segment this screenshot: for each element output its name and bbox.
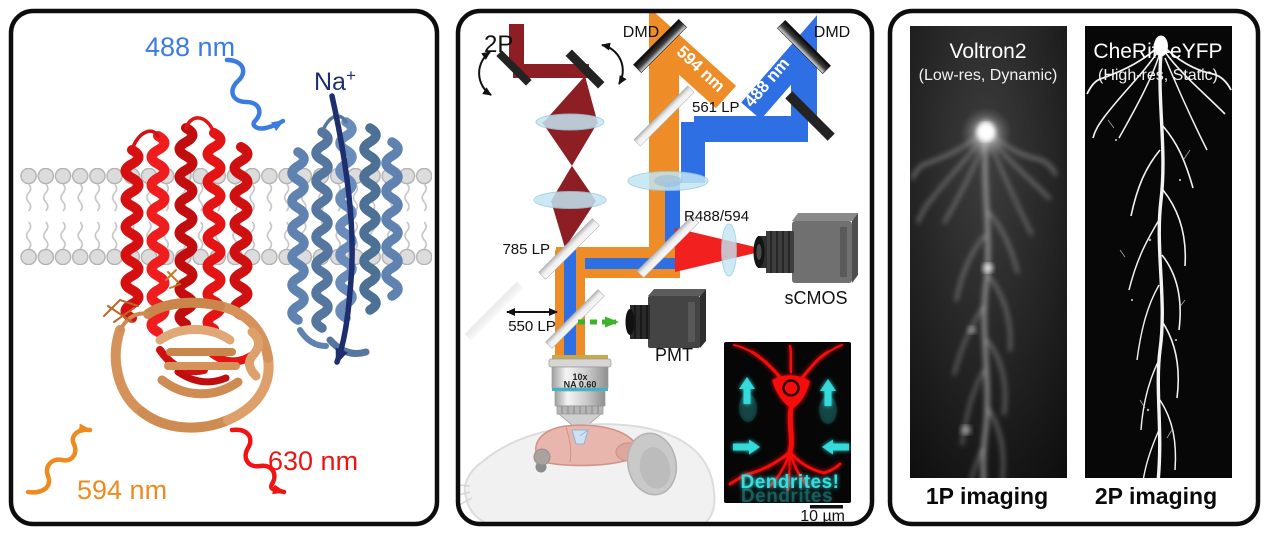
arrow-594-wave bbox=[25, 423, 93, 495]
voltron2-title: Voltron2 bbox=[949, 40, 1026, 63]
cheriff-image: CheRiff-eYFP (High-res, Static) 2P imagi… bbox=[1085, 26, 1232, 509]
voltron2-subtitle: (Low-res, Dynamic) bbox=[919, 67, 1058, 84]
objective-na-label: NA 0.60 bbox=[564, 380, 597, 390]
caption-1p-imaging: 1P imaging bbox=[926, 483, 1048, 509]
beam-2p bbox=[509, 24, 598, 248]
label-dmd-right: DMD bbox=[814, 24, 850, 41]
imaging-panel-border bbox=[887, 8, 1261, 527]
lens-icons bbox=[533, 113, 737, 277]
filter-550lp-out-icon bbox=[464, 281, 524, 341]
dendrites-inset-image: Dendrites! Dendrites bbox=[724, 342, 851, 507]
label-785lp: 785 LP bbox=[502, 241, 550, 258]
voltron2-image: Voltron2 (Low-res, Dynamic) 1P imaging bbox=[910, 26, 1067, 509]
label-na-plus: Na+ bbox=[314, 66, 356, 96]
dmd-mirror-icon bbox=[777, 20, 831, 74]
orange-halotag-protein bbox=[103, 297, 274, 433]
inset-cyan-stim: Dendrites! Dendrites bbox=[733, 377, 849, 507]
label-scmos: sCMOS bbox=[785, 288, 848, 308]
pmt-detector-icon bbox=[625, 289, 706, 348]
label-r488-594: R488/594 bbox=[684, 208, 749, 225]
inset-red-neuron bbox=[728, 344, 843, 491]
galvo-rotation-arrow bbox=[601, 42, 627, 85]
membrane-panel-border bbox=[8, 8, 440, 527]
label-561lp: 561 LP bbox=[692, 99, 740, 116]
label-630nm: 630 nm bbox=[268, 446, 358, 476]
inset-caption: Dendrites! bbox=[741, 472, 840, 493]
objective-icon: 10x NA 0.60 bbox=[548, 355, 612, 428]
label-594nm: 594 nm bbox=[77, 475, 167, 505]
optics-panel: 10x NA 0.60 bbox=[458, 11, 858, 525]
label-2p: 2P bbox=[484, 31, 513, 58]
arrow-488-wave bbox=[224, 57, 286, 131]
scale-bar-label: 10 µm bbox=[800, 508, 845, 525]
dichroic-r488-594-icon bbox=[636, 215, 700, 279]
panel-borders bbox=[8, 8, 1261, 527]
label-550lp: 550 LP bbox=[508, 318, 556, 335]
membrane-panel: 488 nm Na+ 594 nm 630 nm bbox=[20, 32, 432, 505]
filter-561lp-icon bbox=[633, 85, 695, 147]
imaging-panel: Voltron2 (Low-res, Dynamic) 1P imaging C… bbox=[910, 26, 1232, 509]
arrow-na bbox=[329, 93, 355, 365]
cheriff-title: CheRiff-eYFP bbox=[1093, 40, 1222, 63]
label-pmt: PMT bbox=[655, 345, 693, 365]
galvo-rotation-arrow bbox=[478, 51, 492, 96]
mouse-icon bbox=[458, 423, 716, 524]
inset-caption-ghost: Dendrites bbox=[741, 486, 833, 507]
fold-mirror-icon bbox=[785, 91, 835, 141]
galvo-mirror-icon bbox=[496, 50, 532, 86]
wavelength-annotations: 488 nm Na+ 594 nm 630 nm bbox=[25, 32, 358, 505]
scale-bar bbox=[810, 505, 843, 509]
label-488nm: 488 nm bbox=[145, 32, 235, 62]
dmd-mirror-icon bbox=[633, 19, 687, 73]
label-dmd-left: DMD bbox=[623, 24, 659, 41]
galvo-mirror-icon bbox=[565, 49, 605, 89]
optics-panel-border bbox=[455, 8, 875, 527]
scmos-camera-icon bbox=[753, 213, 858, 283]
caption-2p-imaging: 2P imaging bbox=[1095, 483, 1217, 509]
dichroic-785lp-icon bbox=[538, 218, 600, 280]
cheriff-subtitle: (High-res, Static) bbox=[1098, 67, 1218, 84]
objective-mag-label: 10x bbox=[572, 372, 587, 382]
mirror-filter-icons bbox=[464, 19, 835, 349]
arrow-630-wave bbox=[229, 427, 287, 495]
